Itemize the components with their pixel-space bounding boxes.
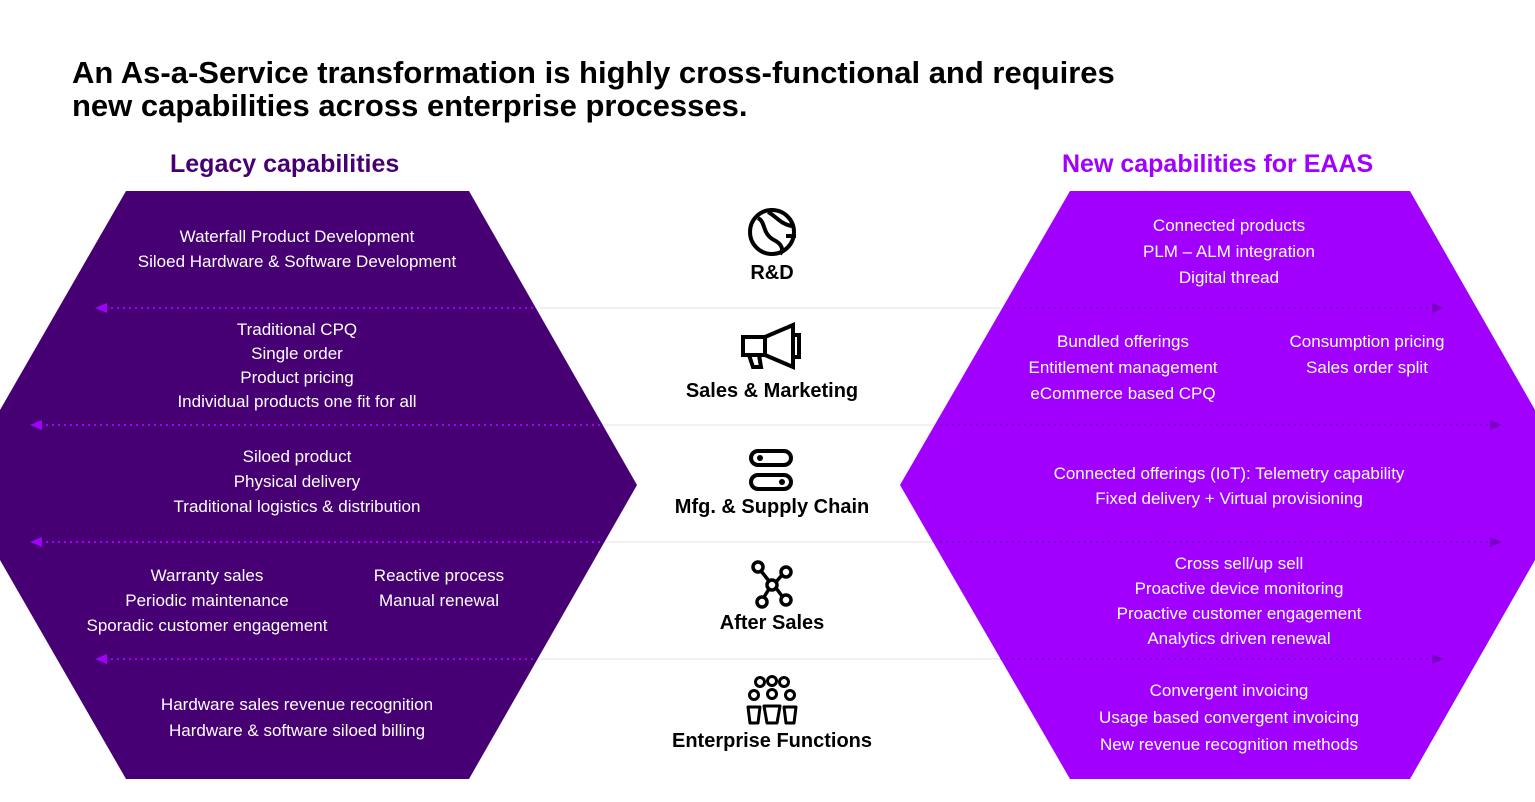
- new-rd-text: Connected products PLM – ALM integration…: [1029, 213, 1429, 291]
- legacy-hexagon: [0, 191, 637, 779]
- function-label-rd: R&D: [750, 262, 794, 284]
- new-enterprise-item: Usage based convergent invoicing: [1099, 708, 1359, 727]
- new-rd-item: PLM – ALM integration: [1143, 242, 1315, 261]
- legacy-rd-text: Waterfall Product Development Siloed Har…: [97, 224, 497, 274]
- legacy-sales-text: Traditional CPQ Single order Product pri…: [97, 318, 497, 414]
- new-mfg-item: Connected offerings (IoT): Telemetry cap…: [1053, 464, 1405, 483]
- new-after-text: Cross sell/up sell Proactive device moni…: [1089, 551, 1389, 651]
- page-title: An As-a-Service transformation is highly…: [72, 56, 1115, 122]
- new-row-arrows: [940, 303, 1502, 664]
- new-after-item: Cross sell/up sell: [1174, 554, 1304, 573]
- new-mfg-text: Connected offerings (IoT): Telemetry cap…: [1009, 461, 1449, 511]
- new-sales-item: Sales order split: [1306, 358, 1428, 377]
- function-label-mfg: Mfg. & Supply Chain: [674, 496, 870, 518]
- new-sales-item: Bundled offerings: [1056, 332, 1189, 351]
- title-line-2: new capabilities across enterprise proce…: [72, 88, 748, 123]
- legacy-sales-item: Traditional CPQ: [236, 320, 358, 339]
- network-icon: [751, 560, 793, 609]
- legacy-after-item: Manual renewal: [378, 591, 499, 610]
- megaphone-icon: [741, 321, 801, 371]
- new-mfg-item: Fixed delivery + Virtual provisioning: [1095, 489, 1363, 508]
- people-icon: [746, 675, 798, 725]
- legacy-enterprise-item: Hardware sales revenue recognition: [160, 695, 434, 714]
- legacy-rd-item: Siloed Hardware & Software Development: [137, 252, 457, 271]
- legacy-sales-item: Single order: [251, 344, 343, 363]
- legacy-row-arrows: [30, 303, 600, 664]
- new-after-item: Proactive customer engagement: [1116, 604, 1362, 623]
- function-label-enterprise: Enterprise Functions: [671, 730, 873, 752]
- supply-chain-icon: [749, 449, 793, 491]
- new-enterprise-item: Convergent invoicing: [1149, 681, 1309, 700]
- legacy-after-item: Reactive process: [373, 566, 505, 585]
- new-rd-item: Digital thread: [1178, 268, 1280, 287]
- legacy-heading: Legacy capabilities: [170, 150, 400, 178]
- new-rd-item: Connected products: [1152, 216, 1306, 235]
- legacy-mfg-item: Traditional logistics & distribution: [173, 497, 421, 516]
- legacy-after-left-text: Warranty sales Periodic maintenance Spor…: [57, 563, 357, 638]
- new-after-item: Proactive device monitoring: [1134, 579, 1344, 598]
- legacy-mfg-item: Siloed product: [242, 447, 352, 466]
- legacy-after-item: Sporadic customer engagement: [86, 616, 328, 635]
- function-label-sales: Sales & Marketing: [685, 380, 859, 402]
- new-sales-left-text: Bundled offerings Entitlement management…: [1003, 329, 1243, 407]
- new-enterprise-text: Convergent invoicing Usage based converg…: [1064, 677, 1394, 758]
- function-label-after: After Sales: [719, 612, 825, 634]
- new-heading: New capabilities for EAAS: [1062, 150, 1374, 178]
- globe-icon: [748, 208, 796, 256]
- new-sales-item: Consumption pricing: [1289, 332, 1445, 351]
- new-enterprise-item: New revenue recognition methods: [1100, 735, 1358, 754]
- legacy-mfg-text: Siloed product Physical delivery Traditi…: [97, 444, 497, 519]
- legacy-rd-item: Waterfall Product Development: [179, 227, 415, 246]
- title-line-1: An As-a-Service transformation is highly…: [72, 55, 1115, 90]
- legacy-enterprise-text: Hardware sales revenue recognition Hardw…: [97, 692, 497, 744]
- legacy-after-right-text: Reactive process Manual renewal: [339, 563, 539, 613]
- legacy-sales-item: Individual products one fit for all: [177, 392, 417, 411]
- new-sales-item: Entitlement management: [1028, 358, 1218, 377]
- legacy-mfg-item: Physical delivery: [233, 472, 361, 491]
- legacy-after-item: Warranty sales: [150, 566, 264, 585]
- new-after-item: Analytics driven renewal: [1147, 629, 1331, 648]
- legacy-after-item: Periodic maintenance: [125, 591, 289, 610]
- new-sales-item: eCommerce based CPQ: [1030, 384, 1216, 403]
- new-sales-right-text: Consumption pricing Sales order split: [1267, 329, 1467, 381]
- new-hexagon: [900, 191, 1535, 779]
- row-dividers: [540, 307, 1000, 660]
- legacy-sales-item: Product pricing: [240, 368, 354, 387]
- legacy-enterprise-item: Hardware & software siloed billing: [168, 721, 426, 740]
